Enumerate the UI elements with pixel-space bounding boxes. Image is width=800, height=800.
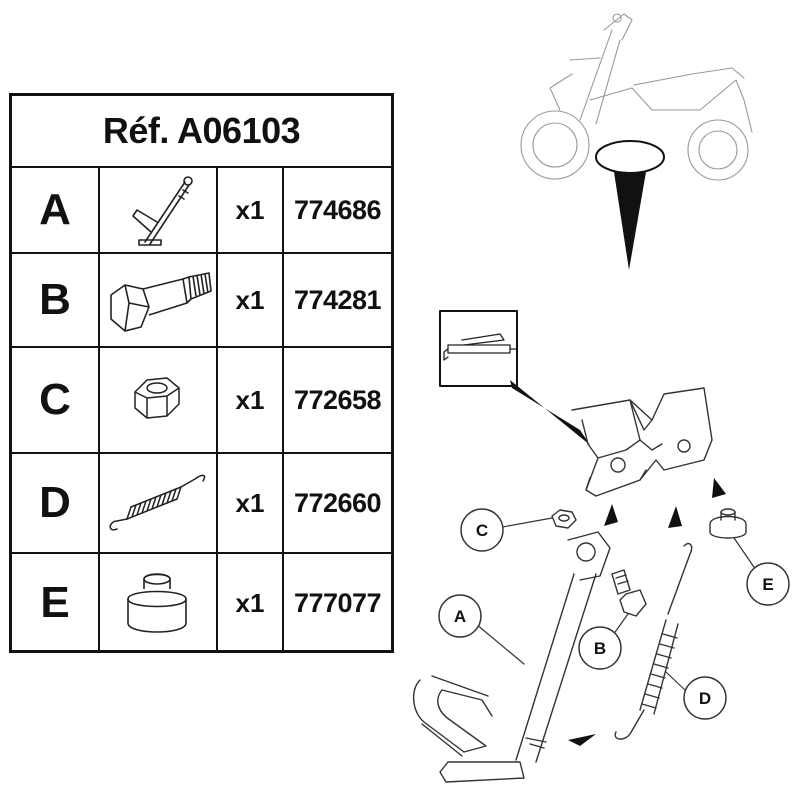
part-letter: B: [12, 254, 100, 346]
bolt-icon: [110, 272, 212, 332]
svg-text:D: D: [699, 689, 711, 708]
exploded-view: C A B D E: [413, 13, 790, 783]
parts-table: Réf. A06103 A x1 774686 B: [9, 93, 394, 653]
side-stand-part: [413, 531, 611, 783]
part-qty: x1: [218, 254, 284, 346]
svg-text:E: E: [762, 575, 773, 594]
table-row: D x1 772660: [12, 454, 391, 554]
callout-d: D: [683, 676, 727, 720]
part-letter: E: [12, 554, 100, 652]
spring-part: [614, 542, 693, 740]
table-title: Réf. A06103: [12, 96, 391, 168]
part-qty: x1: [218, 168, 284, 252]
grease-gun-icon: [443, 333, 517, 361]
assembly-arrow: [568, 734, 596, 746]
leader-lines: [475, 517, 757, 691]
table-row: A x1 774686: [12, 168, 391, 254]
stand-location-ellipse: [595, 140, 665, 174]
callout-e: E: [746, 562, 790, 606]
assembly-arrow: [668, 506, 682, 528]
part-image: [100, 348, 218, 452]
callout-b: B: [578, 626, 622, 670]
part-image: [100, 254, 218, 346]
frame-bracket: [571, 387, 713, 497]
pointer-arrow: [614, 172, 646, 270]
part-qty: x1: [218, 554, 284, 652]
spring-icon: [109, 474, 206, 531]
inset-pointer: [510, 380, 590, 445]
rubber-stop-part: [709, 508, 747, 539]
part-letter: C: [12, 348, 100, 452]
part-letter: D: [12, 454, 100, 552]
part-image: [100, 554, 218, 652]
bolt-part: [611, 569, 647, 617]
inset-box: [439, 310, 518, 387]
part-ref: 774281: [293, 284, 382, 315]
table-row: C x1 772658: [12, 348, 391, 454]
assembly-arrow: [604, 504, 618, 526]
svg-text:A: A: [454, 607, 466, 626]
part-letter: A: [12, 168, 100, 252]
svg-text:B: B: [594, 639, 606, 658]
side-stand-icon: [132, 176, 193, 246]
svg-text:C: C: [476, 521, 488, 540]
rubber-stop-icon: [127, 573, 187, 633]
part-ref: 777077: [293, 587, 382, 618]
part-ref: 772658: [293, 384, 382, 415]
part-image: [100, 454, 218, 552]
part-qty: x1: [218, 348, 284, 452]
nut-part: [551, 509, 577, 529]
part-image: [100, 168, 218, 252]
part-ref: 774686: [293, 194, 382, 225]
table-row: B x1 774281: [12, 254, 391, 348]
part-qty: x1: [218, 454, 284, 552]
nut-icon: [134, 377, 180, 419]
scooter-icon: [520, 13, 753, 181]
table-row: E x1 777077: [12, 554, 391, 652]
part-ref: 772660: [293, 487, 382, 518]
callout-a: A: [438, 594, 482, 638]
callout-c: C: [460, 508, 504, 552]
assembly-arrow: [712, 478, 726, 498]
